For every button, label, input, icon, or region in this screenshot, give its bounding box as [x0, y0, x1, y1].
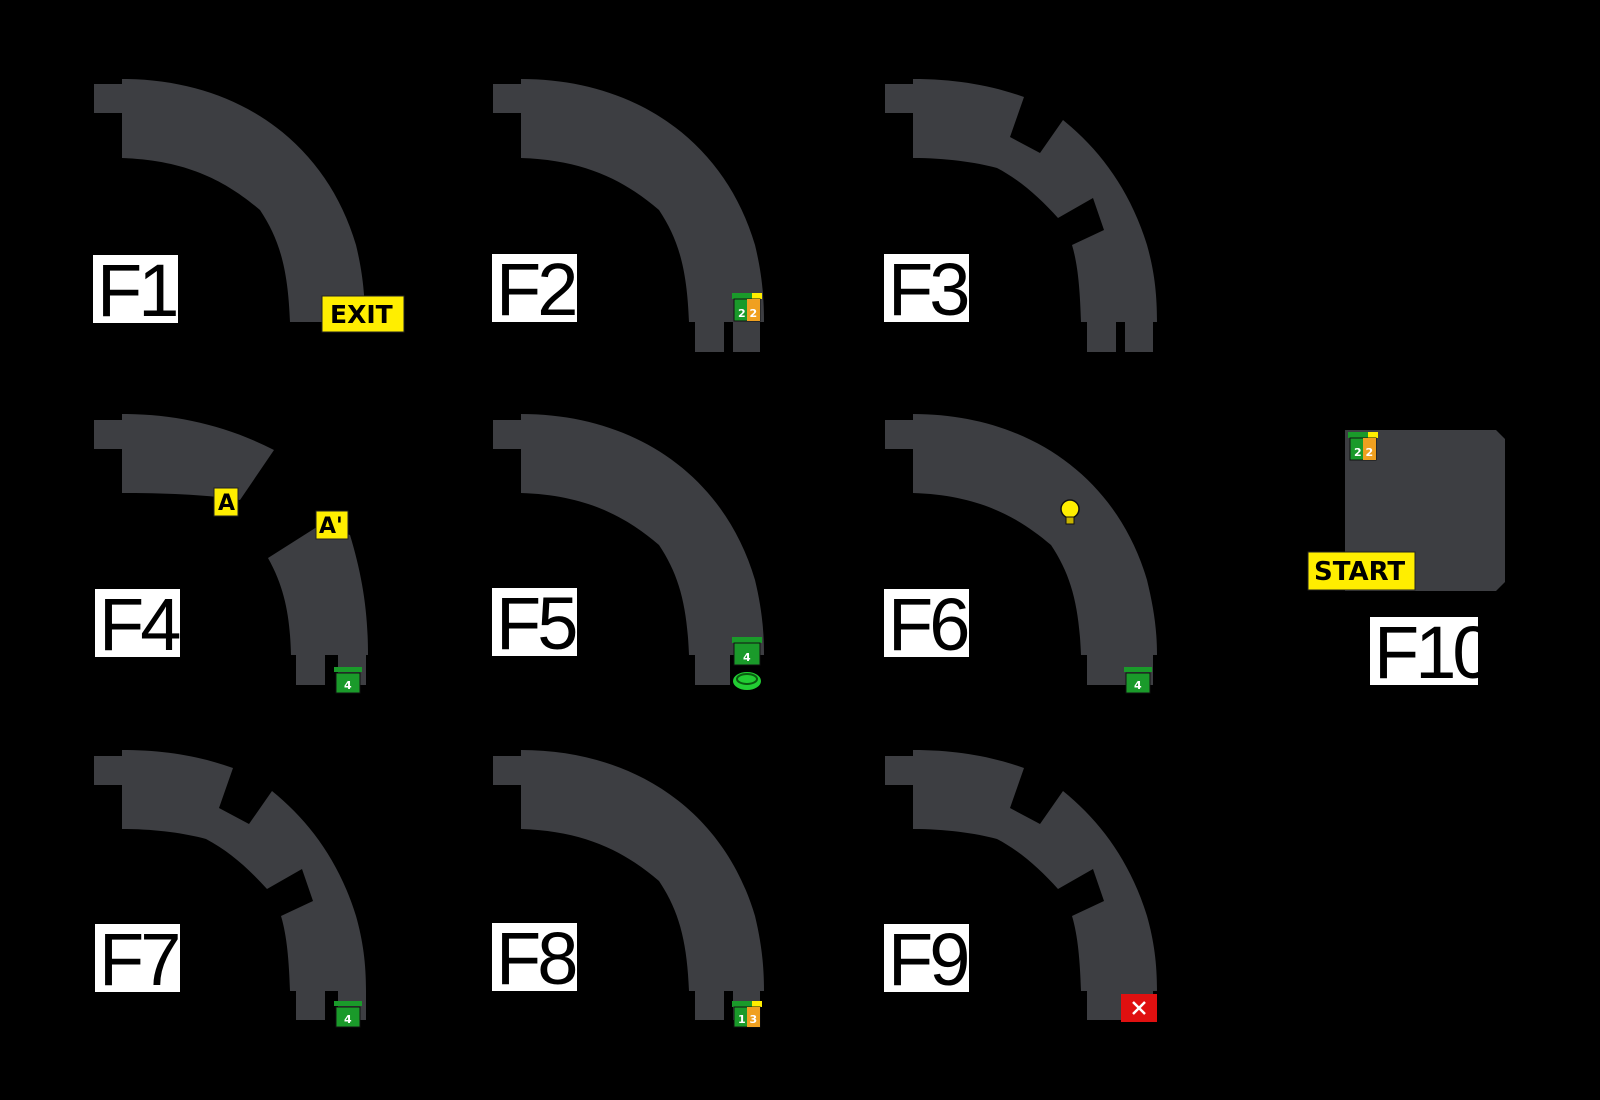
svg-text:F1: F1 [97, 249, 176, 332]
floor-f2-label: F2 [492, 248, 579, 331]
floor-f9-label: F9 [884, 918, 971, 1001]
start-marker[interactable]: START [1307, 551, 1416, 591]
svg-text:F2: F2 [496, 248, 575, 331]
floor-f1-shape[interactable] [94, 79, 365, 322]
svg-text:A: A [218, 491, 235, 516]
floor-f6-shape[interactable] [885, 414, 1157, 685]
floor-f1[interactable]: F1 EXIT [93, 79, 405, 333]
floor-f2-shape[interactable] [493, 79, 764, 352]
svg-text:4: 4 [1134, 679, 1142, 692]
svg-text:2 2: 2 2 [1354, 446, 1373, 459]
portal-a-prime-marker[interactable]: A' [315, 510, 349, 540]
svg-text:EXIT: EXIT [330, 300, 393, 329]
floor-f3-label: F3 [884, 248, 971, 331]
svg-text:A': A' [319, 514, 343, 539]
lightbulb-icon[interactable] [1060, 499, 1080, 525]
floor-f8[interactable]: F8 1 3 [492, 750, 764, 1028]
elevator-icon[interactable]: 4 [1124, 667, 1152, 694]
svg-text:2 2: 2 2 [738, 307, 757, 320]
elevator-icon[interactable]: 4 [334, 1001, 362, 1028]
floor-f5[interactable]: F5 4 [492, 414, 764, 690]
floor-f4-label: F4 [95, 583, 183, 666]
svg-text:4: 4 [344, 1013, 352, 1026]
floor-f8-label: F8 [492, 917, 579, 1000]
green-ring-pad-icon[interactable] [733, 672, 761, 690]
floor-f3[interactable]: F3 [884, 79, 1157, 352]
elevator-icon[interactable]: 1 3 [732, 1001, 762, 1028]
svg-text:4: 4 [344, 679, 352, 692]
floor-f5-label: F5 [492, 582, 580, 665]
floor-f6-label: F6 [884, 583, 971, 666]
svg-text:F5: F5 [496, 582, 576, 665]
floor-f4-upper-shape[interactable] [94, 414, 274, 500]
elevator-icon[interactable]: 4 [732, 637, 762, 666]
svg-text:START: START [1314, 557, 1405, 587]
svg-text:1 3: 1 3 [738, 1013, 757, 1026]
floor-f7-shape[interactable] [94, 750, 366, 1020]
svg-text:F9: F9 [888, 918, 967, 1001]
exit-marker[interactable]: EXIT [321, 295, 405, 333]
svg-text:F3: F3 [888, 248, 967, 331]
floor-f10[interactable]: F10 START 2 2 [1307, 430, 1505, 694]
floor-f3-shape[interactable] [885, 79, 1157, 352]
floor-f1-label: F1 [93, 249, 180, 332]
floor-f7-label: F7 [95, 918, 182, 1001]
floor-f10-label: F10 [1370, 611, 1495, 694]
floor-f4[interactable]: F4 A A' 4 [94, 414, 368, 694]
floor-f7[interactable]: F7 4 [94, 750, 366, 1028]
portal-a-marker[interactable]: A [213, 487, 239, 517]
floor-f9[interactable]: F9 [884, 750, 1157, 1022]
svg-text:F8: F8 [496, 917, 575, 1000]
floor-f6[interactable]: F6 4 [884, 414, 1157, 694]
svg-text:F7: F7 [99, 918, 178, 1001]
elevator-icon[interactable]: 4 [334, 667, 362, 694]
floor-f5-shape[interactable] [493, 414, 764, 685]
svg-text:F10: F10 [1374, 611, 1491, 694]
floor-f4-lower-shape[interactable] [268, 525, 368, 685]
floor-f8-shape[interactable] [493, 750, 764, 1020]
red-close-icon[interactable] [1121, 994, 1157, 1022]
elevator-icon[interactable]: 2 2 [1348, 432, 1378, 461]
svg-text:F6: F6 [888, 583, 967, 666]
svg-text:4: 4 [743, 651, 751, 664]
floor-f9-shape[interactable] [885, 750, 1157, 1020]
floor-f2[interactable]: F2 2 2 [492, 79, 764, 352]
svg-text:F4: F4 [99, 583, 179, 666]
floor-f10-shape[interactable] [1345, 430, 1505, 591]
elevator-icon[interactable]: 2 2 [732, 293, 762, 322]
